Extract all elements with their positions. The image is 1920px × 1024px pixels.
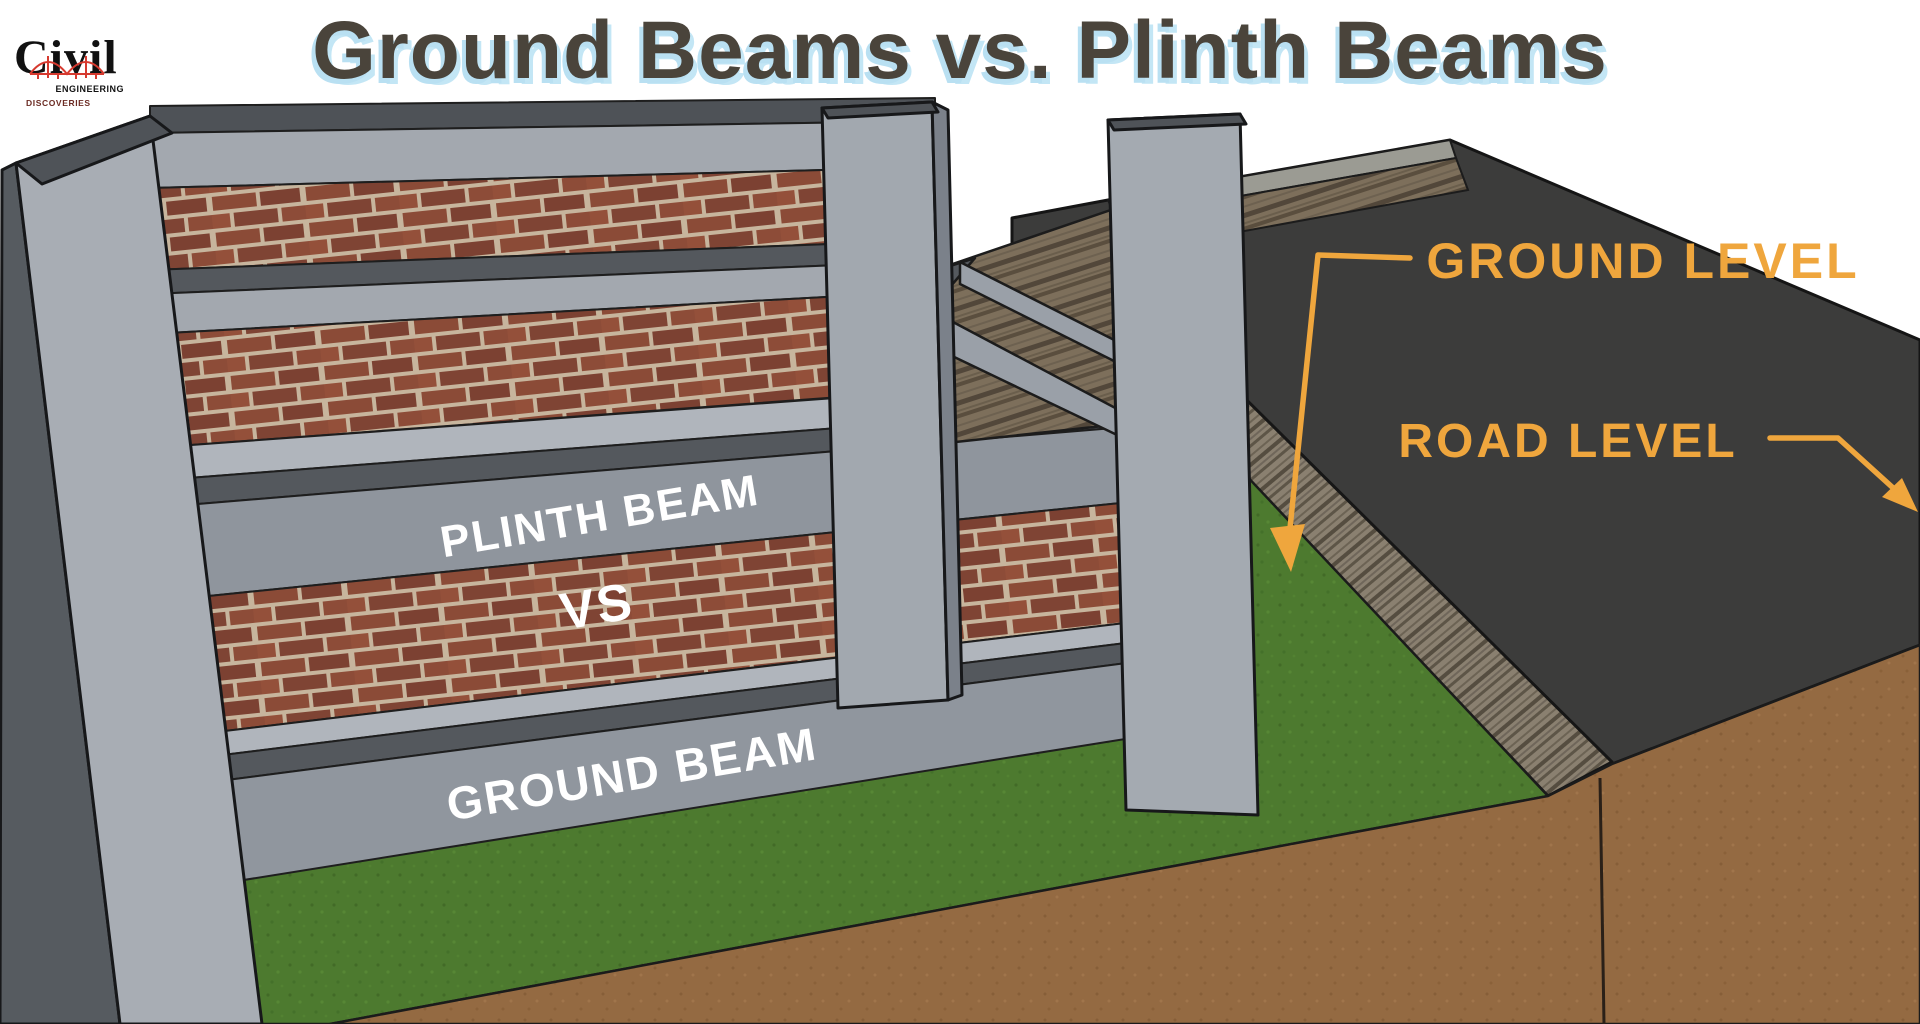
road-level-leader-line xyxy=(1767,435,1905,499)
column-corner-cap xyxy=(1106,112,1248,132)
column-corner-face xyxy=(1106,112,1260,817)
civil-engineering-logo: Civil ENGINEERING DISCOVERIES xyxy=(12,22,130,114)
column-mid xyxy=(820,100,964,710)
logo-brand-text: Civil xyxy=(14,31,118,84)
road-level-arrowhead-icon xyxy=(1882,478,1918,512)
column-corner xyxy=(1106,112,1260,817)
column-left-cap xyxy=(14,114,174,186)
versus-label: VS xyxy=(556,572,638,641)
column-mid-face xyxy=(820,100,950,710)
soil-cross-section xyxy=(328,643,1920,1024)
soil-corner-edge xyxy=(1598,777,1606,1024)
logo-tagline-discoveries: DISCOVERIES xyxy=(26,98,91,108)
ground-level-text: GROUND LEVEL xyxy=(1426,233,1859,289)
soil-group xyxy=(328,643,1920,1024)
ground-level-leader-line xyxy=(1286,252,1413,541)
ground-level-arrowhead-icon xyxy=(1270,524,1305,572)
column-left-side xyxy=(0,161,122,1024)
column-left xyxy=(0,114,264,1024)
logo-tagline-engineering: ENGINEERING xyxy=(55,84,124,94)
column-mid-cap xyxy=(820,100,940,120)
ground-level-callout: GROUND LEVEL xyxy=(1270,233,1859,572)
red-bridge-icon xyxy=(29,56,105,79)
column-mid-side xyxy=(930,100,964,702)
road-level-callout: ROAD LEVEL xyxy=(1398,415,1918,512)
road-level-text: ROAD LEVEL xyxy=(1398,415,1737,468)
page-title: Ground Beams vs. Plinth Beams xyxy=(312,5,1608,96)
